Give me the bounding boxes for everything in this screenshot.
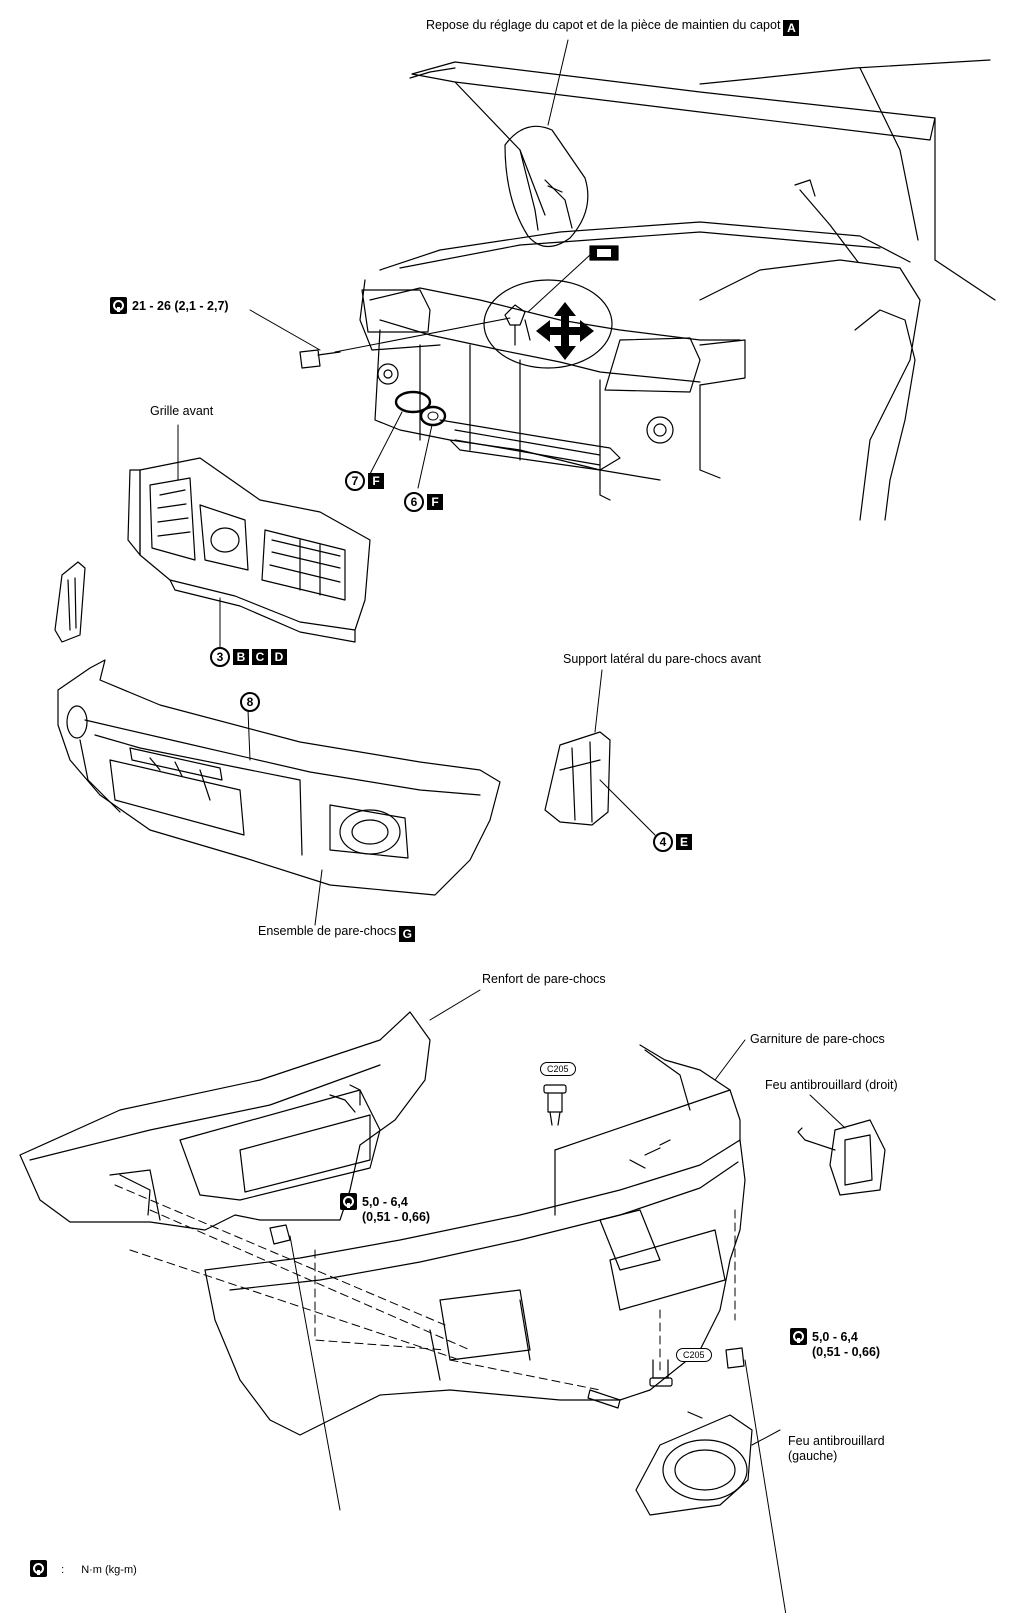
fog-left-label: Feu antibrouillard (gauche) [788,1434,885,1464]
torque-right-value-1: 5,0 - 6,4 [812,1330,858,1344]
ref-badge-d: D [271,649,287,665]
fasteners [269,1084,745,1409]
torque-spec-middle: 5,0 - 6,4 (0,51 - 0,66) [340,1193,430,1224]
legend-unit: N·m (kg-m) [81,1564,137,1576]
legend: : N·m (kg-m) [30,1560,137,1577]
torque-spec-top: 21 - 26 (2,1 - 2,7) [110,297,229,314]
ref-badge-g: G [399,926,416,942]
front-grille [127,457,371,643]
ref-badge-f-7: F [368,473,384,489]
fog-left-text-2: (gauche) [788,1449,838,1463]
torque-wrench-icon [30,1560,47,1577]
move-arrows-icon [536,302,594,360]
bumper-assembly [57,659,501,896]
part-number-6: 6 [404,492,424,512]
ref-badge-e: E [676,834,692,850]
torque-wrench-icon [790,1328,807,1345]
bumper-fascia [204,1044,746,1436]
torque-mid-value-1: 5,0 - 6,4 [362,1195,408,1209]
bumper-assembly-text: Ensemble de pare-chocs [258,924,397,938]
vehicle-front-body [359,59,996,521]
front-grille-label: Grille avant [150,404,214,418]
alignment-dashes [114,1154,736,1391]
fog-left-text-1: Feu antibrouillard [788,1434,885,1448]
leader-lines-middle [247,669,656,926]
torque-wrench-icon [110,297,127,314]
right-side-bracket [544,731,611,826]
clip-code-c205-top: C205 [540,1062,576,1076]
leader-lines-bottom [289,989,846,1613]
torque-top-value: 21 - 26 (2,1 - 2,7) [132,299,229,313]
hood-lock-bolt [299,304,531,369]
reinforcement-label: Renfort de pare-chocs [482,972,606,986]
left-side-bracket [54,561,86,643]
fog-lamp-right [797,1119,886,1196]
bumper-reinforcement [19,1011,431,1231]
hood-stay-text: Repose du réglage du capot et de la pièc… [426,18,781,32]
torque-wrench-icon [340,1193,357,1210]
side-bracket-label: Support latéral du pare-chocs avant [563,652,762,666]
fog-right-label: Feu antibrouillard (droit) [765,1078,898,1092]
part-number-7: 7 [345,471,365,491]
fog-lamp-left [635,1411,753,1516]
part-number-8: 8 [240,692,260,712]
torque-right-value-2: (0,51 - 0,66) [812,1345,881,1359]
hood-stay-label: Repose du réglage du capot et de la pièc… [426,18,800,36]
torque-mid-value-2: (0,51 - 0,66) [362,1210,431,1224]
lubricate-icon [589,245,619,261]
part-number-3: 3 [210,647,230,667]
legend-separator: : [61,1564,65,1576]
ref-badge-f-6: F [427,494,443,510]
ref-badge-c: C [252,649,268,665]
ref-badge-b: B [233,649,249,665]
torque-spec-right: 5,0 - 6,4 (0,51 - 0,66) [790,1328,880,1359]
ref-badge-a: A [783,20,800,36]
callout-8: 8 [240,690,260,712]
leader-lines-top [177,39,591,649]
fascia-label: Garniture de pare-chocs [750,1032,885,1046]
clip-code-c205-bottom: C205 [676,1348,712,1362]
part-number-4: 4 [653,832,673,852]
clip-rings [394,390,447,427]
